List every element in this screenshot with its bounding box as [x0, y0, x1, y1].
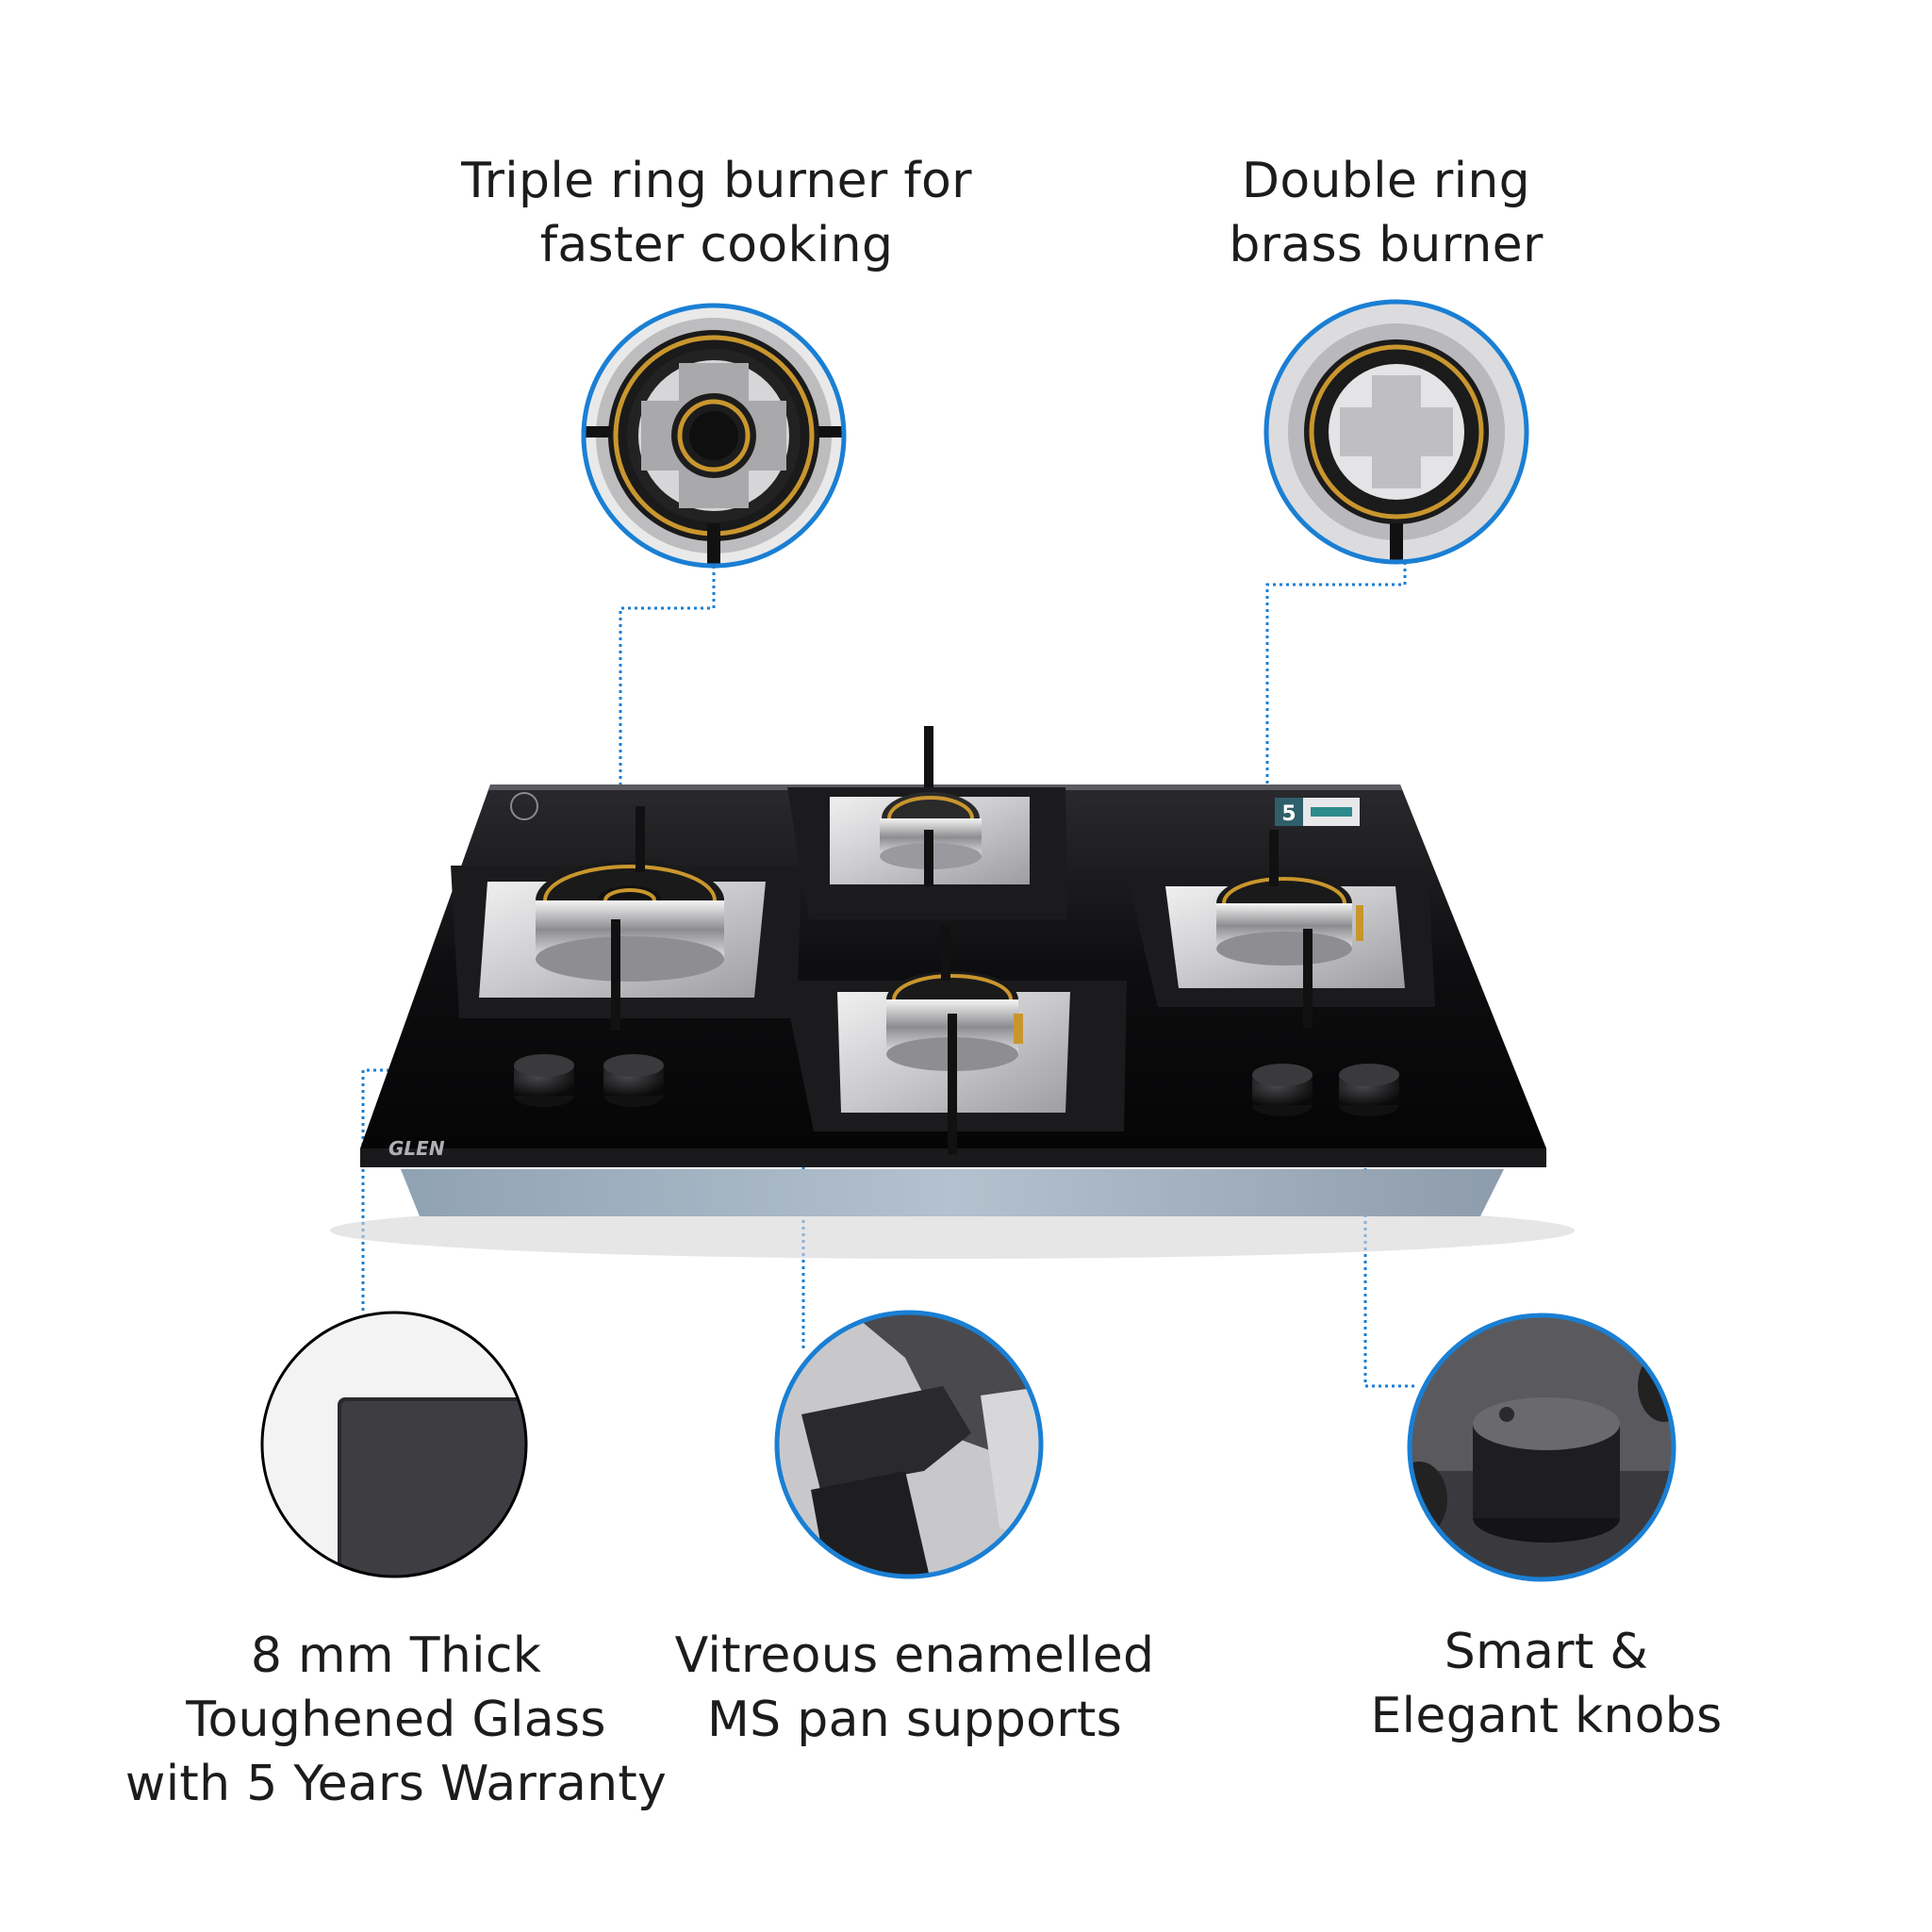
- label-line: with 5 Years Warranty: [124, 1756, 668, 1812]
- cooktop-base: [401, 1169, 1504, 1216]
- label-line: 8 mm Thick: [250, 1627, 542, 1684]
- knob-detail: [1407, 1313, 1676, 1582]
- brand-logo: GLEN: [388, 1137, 445, 1160]
- burner-top-center: [787, 726, 1067, 919]
- pan-supports-label: Vitreous enamelled MS pan supports: [651, 1624, 1179, 1752]
- knob-1[interactable]: [514, 1054, 574, 1107]
- label-line: Smart &: [1444, 1624, 1649, 1680]
- triple-ring-burner-label: Triple ring burner for faster cooking: [415, 149, 1018, 277]
- double-ring-burner-label: Double ring brass burner: [1179, 149, 1593, 277]
- knob-connector: [1357, 1085, 1414, 1388]
- energy-rating-label: 5: [1275, 798, 1360, 826]
- burner-triple-ring: [451, 806, 801, 1031]
- label-line: faster cooking: [539, 217, 894, 273]
- triple-burner-connector: [612, 566, 716, 885]
- double-burner-connector: [1259, 562, 1407, 895]
- knob-4[interactable]: [1339, 1064, 1399, 1116]
- pan-support-detail: [774, 1310, 1044, 1579]
- label-line: Vitreous enamelled: [674, 1627, 1155, 1684]
- knob-2[interactable]: [603, 1054, 664, 1107]
- energy-rating-value: 5: [1281, 802, 1296, 826]
- knob-3[interactable]: [1252, 1064, 1313, 1116]
- label-line: Elegant knobs: [1370, 1688, 1723, 1744]
- glass-detail: [260, 1311, 528, 1578]
- double-burner-detail: [1263, 299, 1529, 565]
- knobs-label: Smart & Elegant knobs: [1348, 1620, 1744, 1748]
- label-line: brass burner: [1229, 217, 1544, 273]
- toughened-glass-label: 8 mm Thick Toughened Glass with 5 Years …: [104, 1624, 688, 1816]
- label-line: Triple ring burner for: [461, 153, 972, 209]
- triple-burner-detail: [581, 303, 847, 569]
- burner-front-center: [783, 924, 1127, 1155]
- label-line: Toughened Glass: [186, 1692, 606, 1748]
- label-line: Double ring: [1242, 153, 1530, 209]
- label-line: MS pan supports: [707, 1692, 1122, 1748]
- certification-icon: [510, 792, 538, 820]
- burner-double-ring: [1127, 830, 1435, 1028]
- cooktop: 5: [330, 726, 1575, 1259]
